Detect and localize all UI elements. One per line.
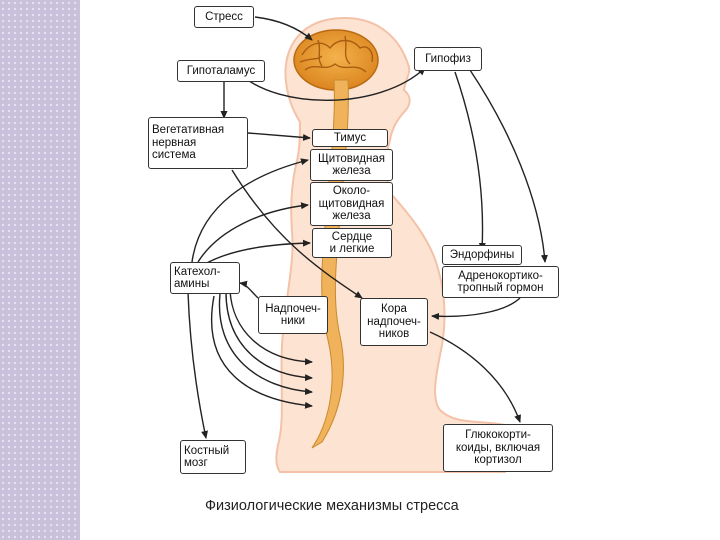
acth-label: Адренокортико- тропный гормон: [442, 266, 559, 298]
heart-lungs-label: Сердце и легкие: [312, 228, 392, 258]
adrenal-cortex-label: Кора надпочеч- ников: [360, 298, 428, 346]
pituitary-label: Гипофиз: [414, 47, 482, 71]
thyroid-label: Щитовидная железа: [310, 149, 393, 181]
thymus-label: Тимус: [312, 129, 388, 147]
catecholamines-label: Катехол- амины: [170, 262, 240, 294]
diagram-caption: Физиологические механизмы стресса: [205, 498, 459, 514]
brain-folds: [299, 35, 374, 73]
decorative-sidebar: [0, 0, 80, 540]
autonomic-nervous-system-label: Вегетативная нервная система: [148, 117, 248, 169]
parathyroid-label: Около- щитовидная железа: [310, 182, 393, 226]
adrenal-medulla-label: Надпочеч- ники: [258, 296, 328, 334]
arrows: [187, 16, 548, 439]
bone-marrow-label: Костный мозг: [180, 440, 246, 474]
endorphins-label: Эндорфины: [442, 245, 522, 265]
glucocorticoids-label: Глюкокорти- коиды, включая кортизол: [443, 424, 553, 472]
stress-label: Стресс: [194, 6, 254, 28]
hypothalamus-label: Гипоталамус: [177, 60, 265, 82]
